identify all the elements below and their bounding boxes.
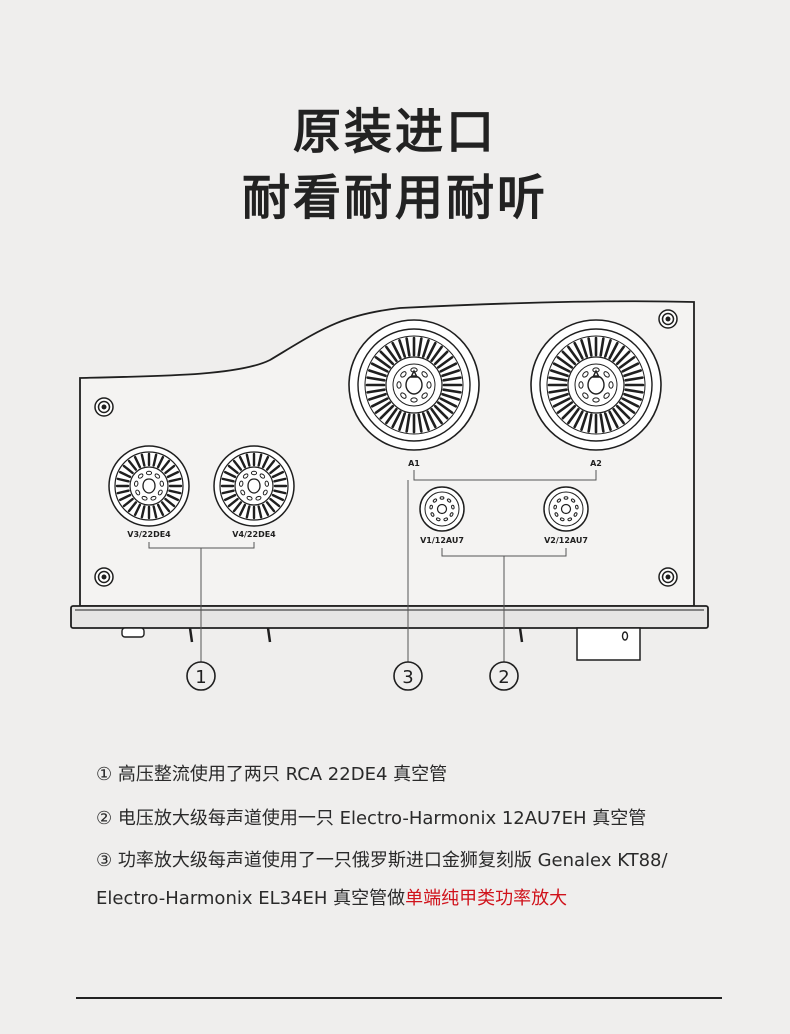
power-inlet-box [576, 627, 641, 661]
note-3-highlight: 单端纯甲类功率放大 [405, 888, 568, 909]
label-v4: V4/22DE4 [232, 530, 276, 539]
pin-under-2 [266, 627, 272, 643]
note-1-marker: ① [96, 764, 113, 785]
note-1-text: 高压整流使用了两只 RCA 22DE4 真空管 [117, 764, 448, 785]
note-rectifier: ① 高压整流使用了两只 RCA 22DE4 真空管 [96, 760, 447, 786]
leader-line-3 [413, 470, 597, 481]
socket-a1-power [347, 318, 481, 452]
note-2-text: 电压放大级每声道使用一只 Electro-Harmonix 12AU7EH 真空… [117, 808, 647, 829]
socket-v3-rectifier [107, 444, 191, 528]
note-power-amp-continued: Electro-Harmonix EL34EH 真空管做单端纯甲类功率放大 [96, 884, 567, 910]
callout-circle-2 [489, 661, 519, 691]
label-a2: A2 [590, 459, 602, 468]
pin-under-3 [518, 627, 524, 643]
callout-number-3: 3 [402, 667, 413, 688]
screw-top-left [94, 397, 114, 417]
headline-line-1: 原装进口 [292, 104, 497, 160]
screw-bottom-right [658, 567, 678, 587]
screw-bottom-left [94, 567, 114, 587]
headline-line-2: 耐看耐用耐听 [241, 170, 548, 226]
socket-v1-preamp [419, 486, 465, 532]
label-v1: V1/12AU7 [420, 536, 464, 545]
chassis-base-plate [70, 605, 709, 629]
amplifier-top-diagram: V3/22DE4 V4/22DE4 A1 A2 V1/12AU7 V2/12AU… [70, 300, 709, 691]
note-voltage-amp: ② 电压放大级每声道使用一只 Electro-Harmonix 12AU7EH … [96, 804, 646, 830]
note-2-marker: ② [96, 808, 113, 829]
note-power-amp: ③ 功率放大级每声道使用了一只俄罗斯进口金狮复刻版 Genalex KT88/ [96, 846, 668, 872]
note-3-text-line2: Electro-Harmonix EL34EH 真空管做 [96, 888, 406, 909]
note-3-text-line1: 功率放大级每声道使用了一只俄罗斯进口金狮复刻版 Genalex KT88/ [117, 850, 668, 871]
socket-v2-preamp [543, 486, 589, 532]
socket-v4-rectifier [212, 444, 296, 528]
label-v3: V3/22DE4 [127, 530, 171, 539]
foot-left [121, 627, 145, 638]
socket-a2-power [529, 318, 663, 452]
callout-number-1: 1 [195, 667, 206, 688]
callout-circle-1 [186, 661, 216, 691]
callout-circle-3 [393, 661, 423, 691]
note-3-marker: ③ [96, 850, 113, 871]
pin-under-1 [188, 627, 194, 643]
bottom-divider [76, 997, 722, 999]
label-v2: V2/12AU7 [544, 536, 588, 545]
screw-top-right [658, 309, 678, 329]
label-a1: A1 [408, 459, 420, 468]
callout-number-2: 2 [498, 667, 509, 688]
power-inlet-switch [621, 631, 629, 641]
